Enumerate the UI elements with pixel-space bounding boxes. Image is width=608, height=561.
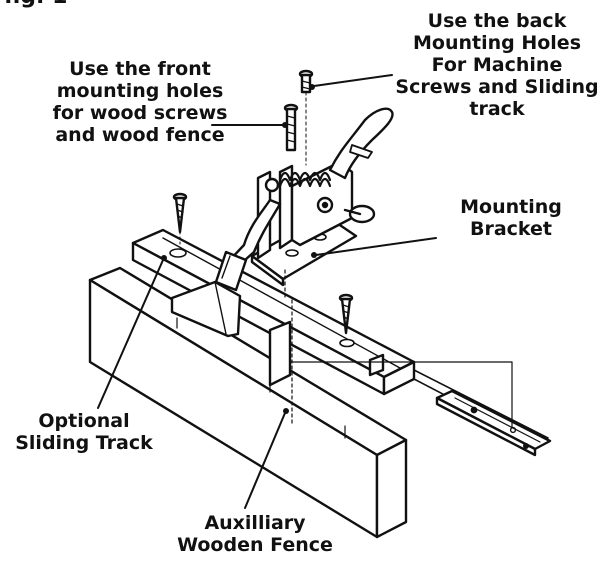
wooden-fence [88,266,408,539]
callout-fence: Auxilliary Wooden Fence [135,512,375,556]
leader-lines [97,74,437,509]
leader-track [97,259,164,409]
clamp-arm [170,198,282,338]
leader-fence [244,412,286,509]
callout-line: Sliding Track [15,432,153,454]
callout-line: Bracket [469,218,553,240]
callout-line: Screws and Sliding [395,76,599,98]
callout-line: For Machine [431,54,563,76]
callout-line: Optional [38,410,130,432]
callout-line: Wooden Fence [177,534,333,556]
machine-screw-rear [283,103,299,152]
screws [172,69,354,335]
callout-line: Use the front [69,58,211,80]
front-mounting-hole [169,248,187,258]
callout-front-holes: Use the front mounting holes for wood sc… [10,58,270,146]
callout-line: mounting holes [56,80,224,102]
wood-screw-front-left [172,192,188,249]
callout-back-holes: Use the back Mounting Holes For Machine … [388,10,606,120]
leader-bracket [315,237,437,256]
callout-line: for wood screws [52,102,228,124]
callout-line: Auxilliary [204,512,306,534]
alignment-lines [289,299,513,429]
callout-line: Mounting Holes [412,32,581,54]
machine-screw-rear-top [298,69,314,166]
callout-bracket: Mounting Bracket [426,196,596,240]
figure-title: fig. 1 [4,0,67,8]
slide-rail [413,369,552,457]
leader-back-holes [313,74,393,87]
callout-line: Use the back [427,10,567,32]
wood-screw-front-right [338,293,354,335]
front-mounting-hole [339,338,355,348]
callout-line: and wood fence [55,124,225,146]
callout-line: Mounting [460,196,562,218]
clamp-body [256,107,394,260]
callout-line: track [469,98,525,120]
callout-track: Optional Sliding Track [6,410,162,454]
